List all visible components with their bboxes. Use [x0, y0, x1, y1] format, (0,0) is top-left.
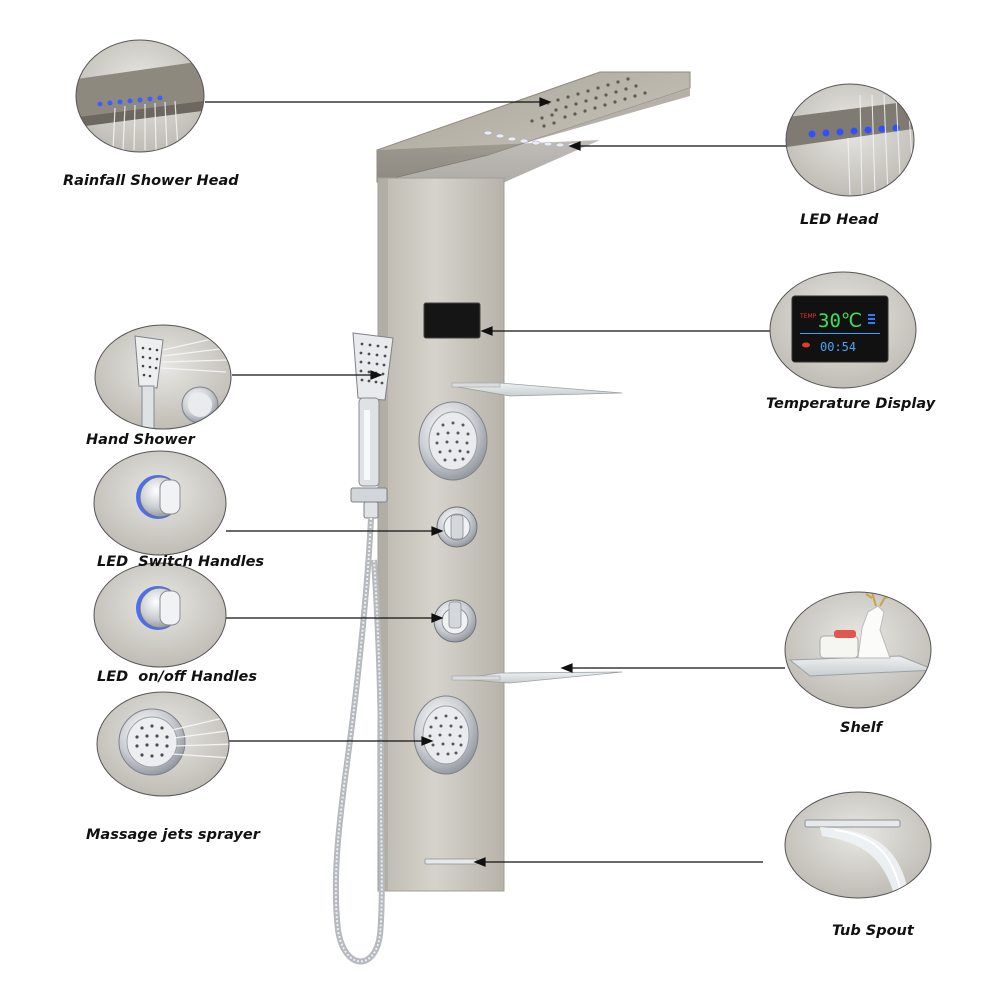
tub-spout-detail-bubble: [784, 791, 932, 899]
hand-shower-label: Hand Shower: [86, 432, 195, 448]
display-time: 00:54: [820, 340, 856, 354]
display-temp-tag: TEMP: [799, 313, 817, 320]
led-onoff-handles-label: LED on/off Handles: [97, 669, 257, 685]
temperature-display-detail-bubble: TEMP 30℃ 00:54: [769, 271, 917, 389]
display-temperature: 30℃: [818, 310, 862, 332]
massage-jets-detail-bubble: [96, 691, 230, 797]
rainfall-shower-head-label: Rainfall Shower Head: [63, 173, 239, 189]
hand-shower: [350, 332, 394, 519]
led-switch-handles-label: LED Switch Handles: [97, 554, 265, 570]
rainfall-detail-bubble: [75, 39, 205, 153]
glass-shelf-lower: [451, 671, 623, 684]
rain-head-nozzles: [530, 77, 647, 128]
shelf-detail-bubble: [784, 591, 932, 709]
shower-panel: [332, 71, 691, 965]
led-head-detail-bubble: [785, 83, 915, 197]
glass-shelf-upper: [451, 382, 623, 397]
temperature-display-screen: [423, 302, 481, 339]
tub-spout: [424, 858, 478, 865]
massage-jet-lower: [413, 695, 479, 775]
led-switch-detail-bubble: [93, 450, 227, 556]
massage-jets-sprayer-label: Massage jets sprayer: [86, 827, 260, 843]
massage-jet-upper: [418, 401, 488, 481]
led-onoff-handle: [433, 599, 477, 643]
shelf-label: Shelf: [840, 720, 882, 736]
hand-shower-detail-bubble: [94, 324, 232, 430]
callout-lines: [205, 97, 787, 867]
led-head-label: LED Head: [800, 212, 879, 228]
led-switch-handle: [436, 506, 478, 548]
rain-head-underside: [377, 140, 600, 182]
tub-spout-label: Tub Spout: [832, 923, 914, 939]
temperature-display-label: Temperature Display: [766, 396, 936, 412]
led-onoff-detail-bubble: [93, 562, 227, 668]
